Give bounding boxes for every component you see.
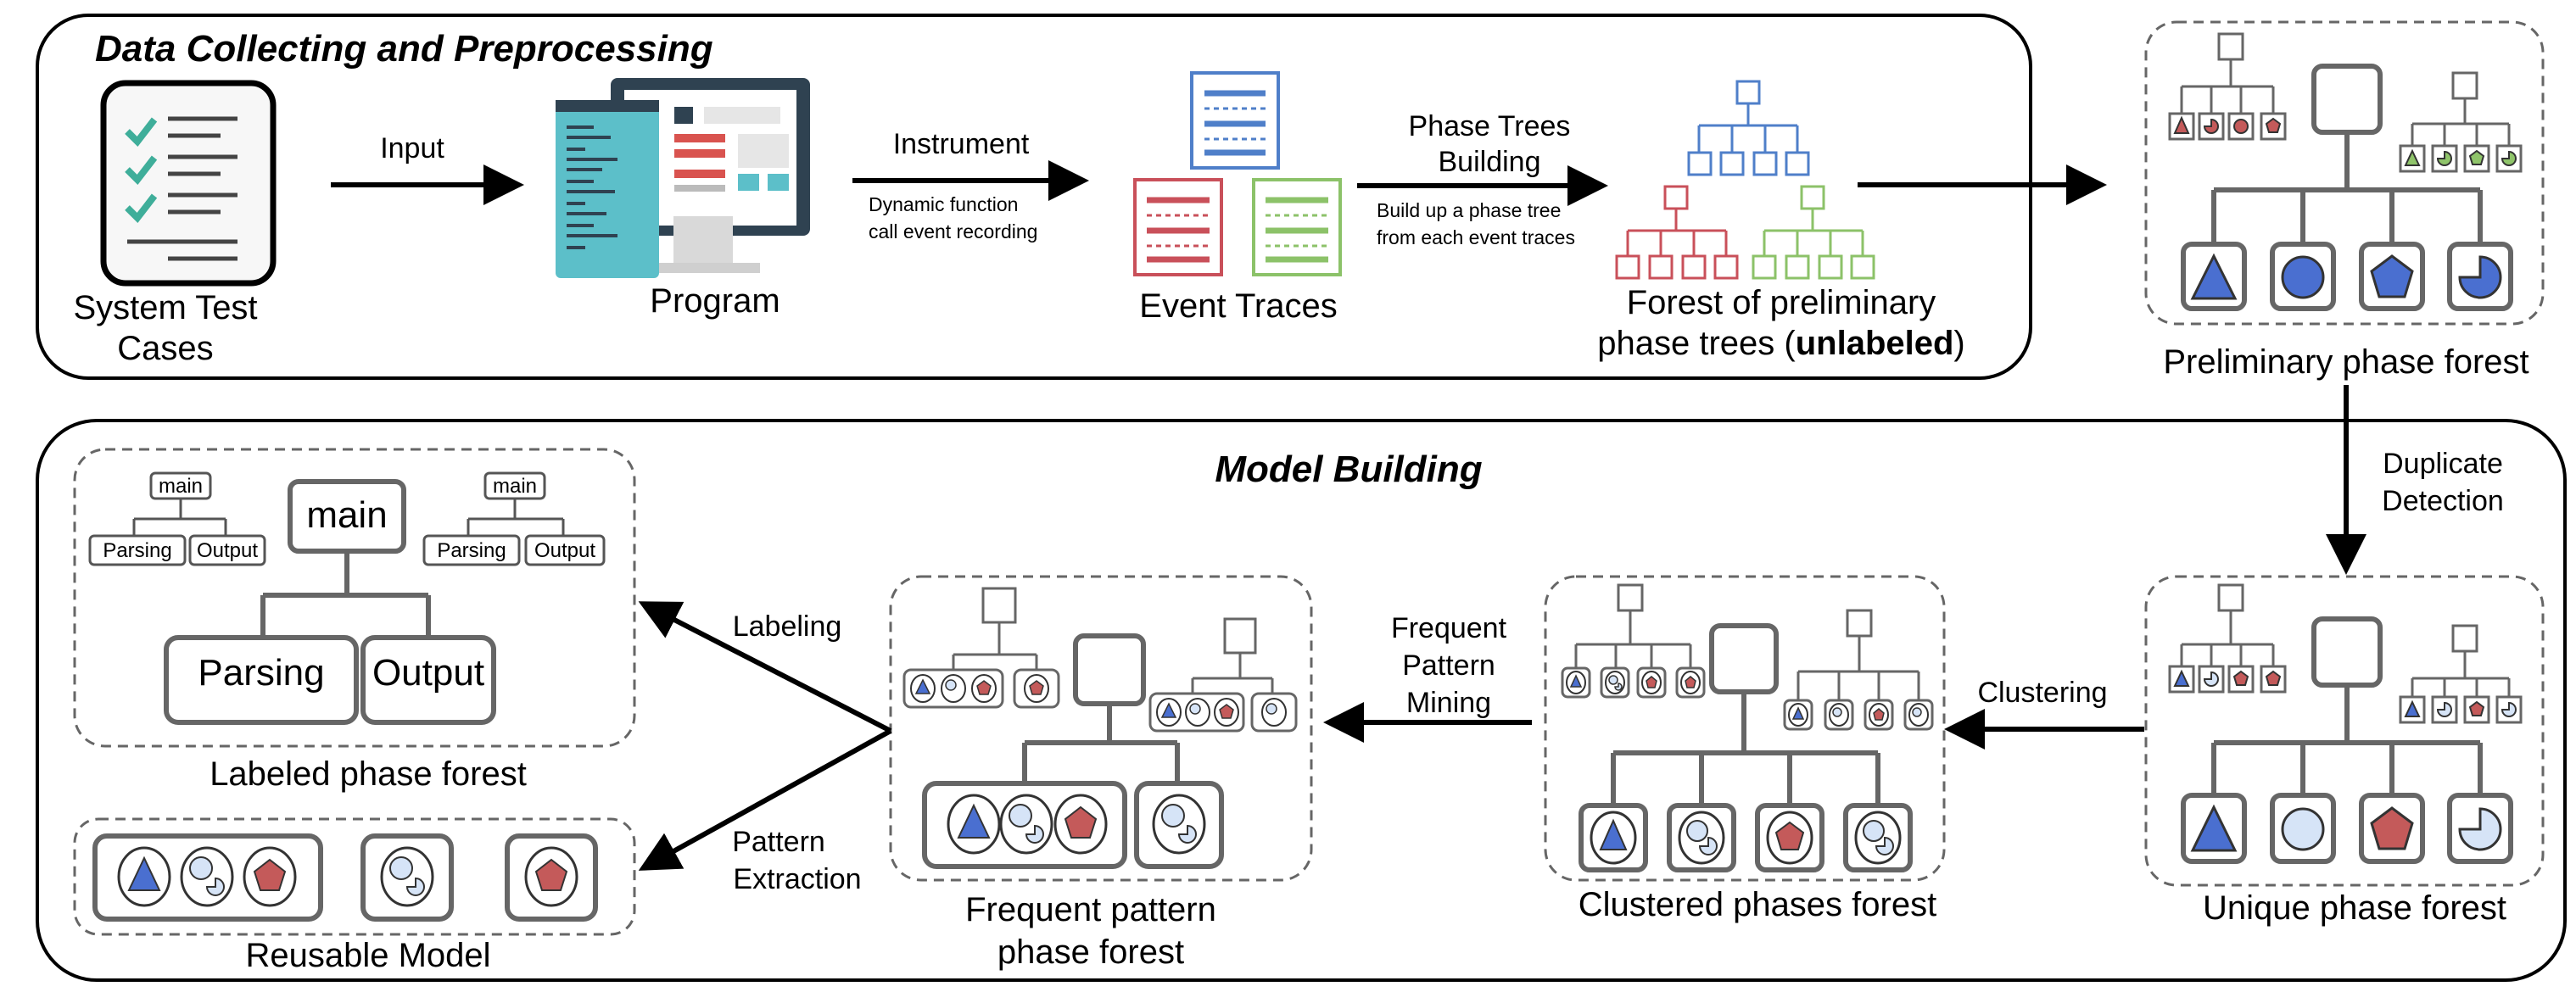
small-tree-right xyxy=(422,471,606,566)
labeling-label: Labeling xyxy=(733,610,842,643)
event-traces-label: Event Traces xyxy=(1139,287,1337,325)
program-label: Program xyxy=(650,282,780,320)
node-output-left: Output xyxy=(197,539,258,562)
unique-phase-forest xyxy=(2144,575,2545,887)
large-tree xyxy=(164,479,496,725)
program-icon xyxy=(556,78,810,278)
test-cases-icon xyxy=(100,80,277,287)
phase-trees-label-line1: Phase Trees xyxy=(1409,110,1571,142)
duplicate-label-line1: Duplicate xyxy=(2383,448,2503,480)
small-tree-left xyxy=(88,471,266,566)
phase-trees-label-line2: Building xyxy=(1439,146,1541,178)
node-parsing-left: Parsing xyxy=(103,539,171,562)
pattern-label-line1: Pattern xyxy=(732,826,825,858)
unique-forest-label: Unique phase forest xyxy=(2203,889,2506,927)
forest-label-post: ) xyxy=(1953,325,1964,362)
instrument-sub2: call event recording xyxy=(869,220,1037,242)
clustering-label: Clustering xyxy=(1977,677,2107,709)
test-cases-label-line1: System Test xyxy=(73,289,257,326)
frequent-forest-label-line1: Frequent pattern xyxy=(965,891,1216,928)
node-parsing-large: Parsing xyxy=(198,652,324,694)
forest-label-bold: unlabeled xyxy=(1796,325,1954,362)
reusable-model-label: Reusable Model xyxy=(245,937,490,974)
reusable-model xyxy=(73,817,636,936)
frequent-forest-label-line2: phase forest xyxy=(997,933,1184,971)
preliminary-forest-label: Preliminary phase forest xyxy=(2163,343,2529,381)
labeling-arrow xyxy=(638,601,892,733)
phase-trees-sub2: from each event traces xyxy=(1377,226,1575,248)
node-parsing-right: Parsing xyxy=(437,539,506,562)
labeled-phase-forest: main Parsing Output main Parsing Output … xyxy=(73,448,636,748)
top-section-title: Data Collecting and Preprocessing xyxy=(95,28,713,70)
preliminary-phase-forest xyxy=(2144,20,2545,326)
preliminary-trees-icon xyxy=(1615,80,1875,280)
bottom-section-frame xyxy=(36,419,2567,982)
node-main-left: main xyxy=(159,475,203,498)
forest-label-line2: phase trees (unlabeled) xyxy=(1597,325,1965,362)
node-output-right: Output xyxy=(534,539,595,562)
instrument-label: Instrument xyxy=(893,128,1030,160)
node-main-large: main xyxy=(306,494,387,536)
labeled-forest-label: Labeled phase forest xyxy=(210,755,527,793)
clustered-forest-label: Clustered phases forest xyxy=(1579,886,1936,923)
frequent-pattern-phase-forest xyxy=(889,575,1313,882)
node-main-right: main xyxy=(493,475,537,498)
pattern-extraction-arrow xyxy=(638,728,892,871)
input-label: Input xyxy=(380,132,444,164)
top-section-frame xyxy=(36,14,2032,380)
instrument-sub1: Dynamic function xyxy=(869,193,1018,215)
phase-trees-sub1: Build up a phase tree xyxy=(1377,199,1561,221)
forest-label-line1: Forest of preliminary xyxy=(1627,284,1936,321)
test-cases-label-line2: Cases xyxy=(117,330,213,367)
duplicate-label-line2: Detection xyxy=(2382,485,2504,517)
fpm-label-line2: Pattern xyxy=(1402,649,1495,682)
event-traces-icon xyxy=(1133,71,1342,276)
fpm-label-line1: Frequent xyxy=(1391,612,1507,644)
fpm-label-line3: Mining xyxy=(1406,687,1491,719)
forest-label-pre: phase trees ( xyxy=(1597,325,1796,362)
clustered-phases-forest xyxy=(1544,575,1946,882)
pattern-label-line2: Extraction xyxy=(733,863,861,895)
node-output-large: Output xyxy=(372,652,484,694)
bottom-section-title: Model Building xyxy=(1215,449,1482,490)
